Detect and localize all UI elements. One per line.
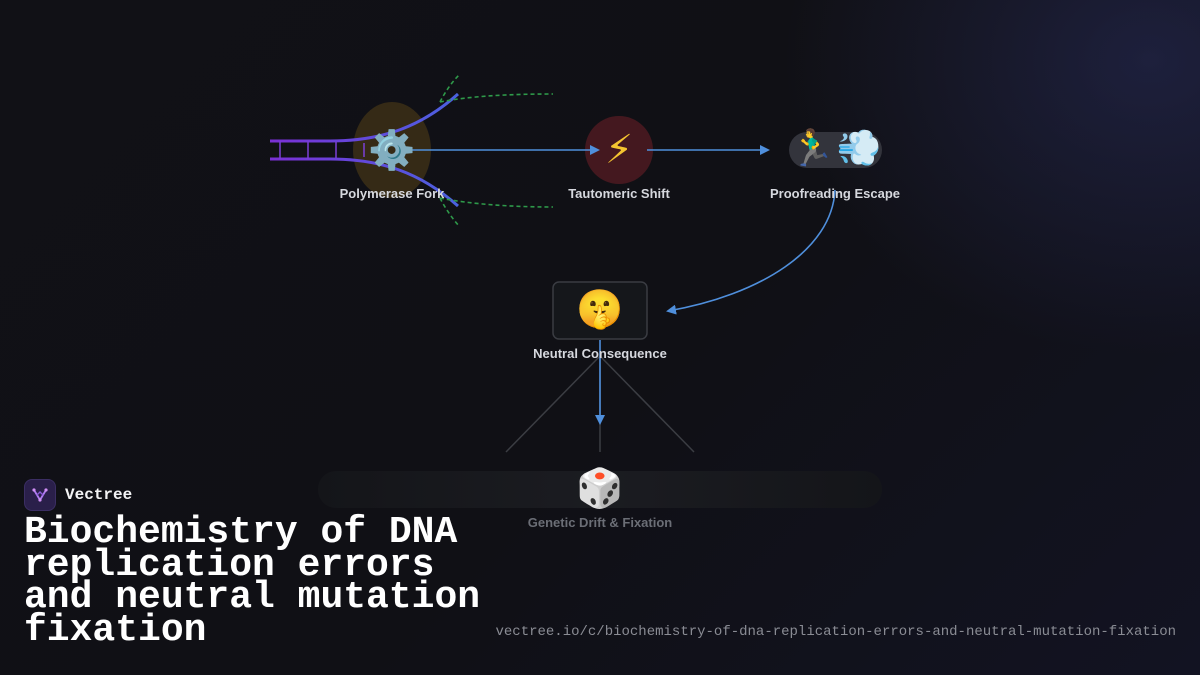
node-label-tautomeric: Tautomeric Shift (568, 186, 670, 201)
node-label-drift: Genetic Drift & Fixation (527, 515, 673, 530)
running-person-icon: 🏃‍♂️ (789, 128, 835, 169)
shushing-face-icon: 🤫 (576, 287, 624, 331)
brand: Vectree (24, 479, 132, 511)
dash-cloud-icon: 💨 (836, 128, 882, 169)
lightning-icon: ⚡ (604, 127, 634, 173)
dna-base-pairs (279, 141, 365, 159)
node-label-proofreading: Proofreading Escape (769, 186, 901, 201)
node-label-neutral: Neutral Consequence (533, 346, 667, 361)
diagram-edges (405, 145, 836, 425)
vectree-logo-icon (24, 479, 56, 511)
gear-icon: ⚙️ (368, 128, 416, 172)
edge-proofreading-neutral (666, 189, 836, 315)
nascent-strands (439, 74, 554, 227)
page-title: Biochemistry of DNA replication errors a… (24, 511, 481, 652)
node-label-polymerase: Polymerase Fork (339, 186, 445, 201)
tautomeric-glow (585, 116, 653, 184)
proofreading-pill (789, 132, 882, 168)
drift-pill (318, 471, 882, 508)
dna-strand-top (270, 92, 459, 143)
brand-name: Vectree (65, 486, 133, 504)
neutral-box (552, 281, 648, 340)
source-url[interactable]: vectree.io/c/biochemistry-of-dna-replica… (495, 624, 1176, 640)
dice-icon: 🎲 (576, 466, 624, 510)
dna-strand-bottom (270, 157, 459, 208)
